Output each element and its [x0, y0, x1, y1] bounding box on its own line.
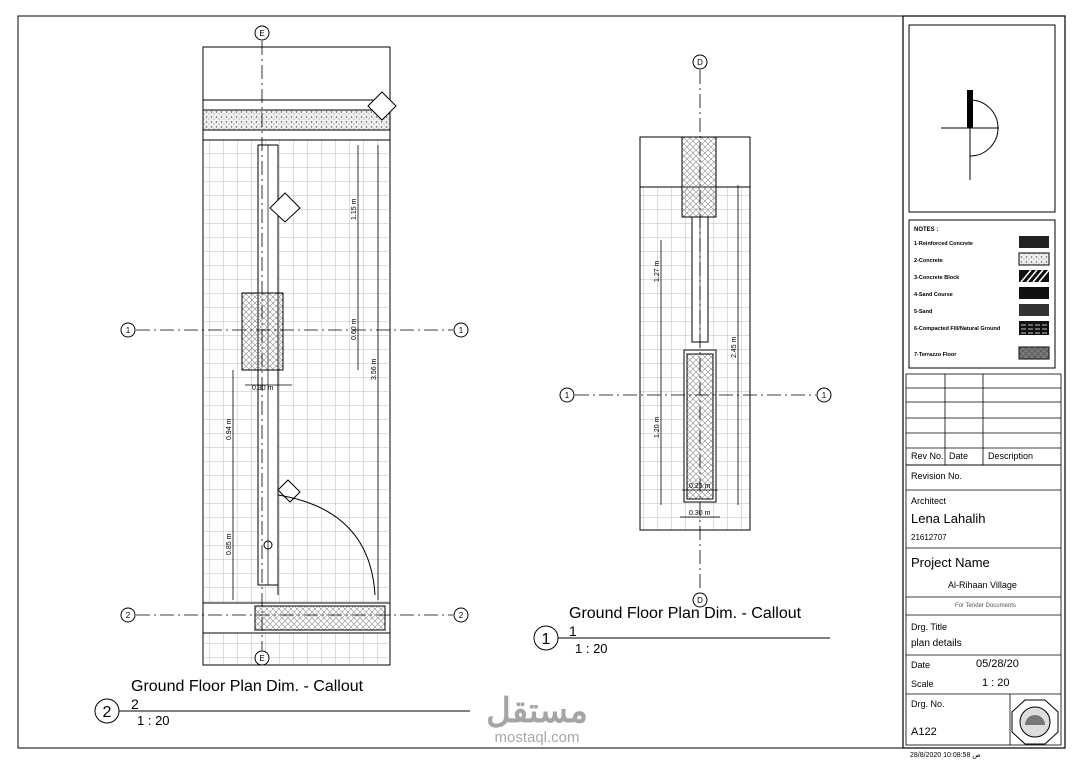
swatch-sand-course — [1019, 287, 1049, 299]
grid-bubble-2-left: 2 — [120, 607, 136, 623]
svg-text:D: D — [697, 596, 703, 605]
north-arrow-icon — [941, 90, 999, 180]
dim-label: 0.30 m — [252, 385, 274, 392]
scale-value: 1 : 20 — [982, 677, 1010, 689]
svg-text:1 : 20: 1 : 20 — [137, 713, 170, 728]
title-block-frame — [902, 15, 1066, 749]
revision-table — [905, 373, 1062, 746]
grid-bubble-1-right: 1 — [453, 322, 469, 338]
svg-text:E: E — [259, 654, 264, 663]
swatch-sand — [1019, 304, 1049, 316]
svg-text:1: 1 — [822, 391, 827, 400]
svg-text:2: 2 — [126, 611, 131, 620]
svg-text:مستقل: مستقل — [486, 692, 588, 730]
svg-text:mostaql.com: mostaql.com — [494, 729, 579, 746]
svg-text:2-Concrete: 2-Concrete — [914, 258, 943, 264]
university-logo-icon — [1011, 699, 1059, 745]
watermark: مستقل mostaql.com — [486, 692, 588, 746]
svg-text:6-Compacted Fill/Natural Groun: 6-Compacted Fill/Natural Ground — [914, 326, 1000, 332]
svg-text:1-Reinforced Concrete: 1-Reinforced Concrete — [914, 241, 973, 247]
view-title-callout-2: 2 Ground Floor Plan Dim. - Callout 2 1 :… — [94, 678, 470, 728]
date-value: 05/28/20 — [976, 658, 1019, 670]
dim-label: 2.45 m — [731, 336, 738, 358]
dim-label: 0.85 m — [226, 533, 233, 555]
timestamp: 28/8/2020 10:08:58 ص — [910, 752, 981, 759]
description-header: Description — [988, 451, 1034, 461]
svg-text:1: 1 — [565, 391, 570, 400]
grid-bubble-2-right: 2 — [453, 607, 469, 623]
svg-text:1 : 20: 1 : 20 — [575, 641, 608, 656]
svg-text:7-Terrazzo Floor: 7-Terrazzo Floor — [914, 352, 957, 358]
architect-id: 21612707 — [911, 533, 947, 542]
date-label: Date — [911, 660, 931, 670]
legend-box — [908, 219, 1056, 369]
grid-bubble-1-left: 1 — [120, 322, 136, 338]
svg-text:3-Concrete Block: 3-Concrete Block — [914, 275, 960, 281]
scale-label: Scale — [911, 679, 934, 689]
svg-text:1: 1 — [459, 326, 464, 335]
grid-bubble-d-bottom: D — [692, 592, 708, 608]
drg-no: A122 — [911, 726, 937, 738]
grid-bubble-d-top: D — [692, 54, 708, 70]
dim-label: 0.94 m — [226, 418, 233, 440]
column-hatched — [241, 292, 284, 371]
dim-label: 1.20 m — [654, 416, 661, 438]
svg-text:5-Sand: 5-Sand — [914, 309, 932, 315]
grid-bubble-1-left: 1 — [559, 387, 575, 403]
tender-note: For Tender Documents — [955, 603, 1016, 609]
architect-label: Architect — [911, 496, 947, 506]
svg-text:1: 1 — [542, 631, 551, 648]
plan-callout-2: 1.15 m 0.60 m 3.56 m 0.30 m 0.94 m 0.85 … — [120, 25, 469, 666]
svg-text:Ground Floor Plan Dim. - Callo: Ground Floor Plan Dim. - Callout — [131, 678, 364, 695]
architect-name: Lena Lahalih — [911, 511, 986, 526]
drg-title-label: Drg. Title — [911, 622, 948, 632]
dim-label: 3.56 m — [371, 358, 378, 380]
rev-no-header: Rev No. — [911, 451, 944, 461]
view-title-callout-1: 1 Ground Floor Plan Dim. - Callout 1 1 :… — [533, 605, 830, 656]
grid-bubble-e-top: E — [254, 25, 270, 41]
svg-text:2: 2 — [103, 704, 112, 721]
drg-title: plan details — [911, 638, 962, 649]
svg-text:2: 2 — [459, 611, 464, 620]
grid-bubble-1-right: 1 — [816, 387, 832, 403]
svg-text:2: 2 — [131, 696, 139, 712]
svg-text:4-Sand Course: 4-Sand Course — [914, 292, 953, 298]
revision-no-label: Revision No. — [911, 471, 963, 481]
swatch-reinforced-concrete — [1019, 236, 1049, 248]
svg-text:E: E — [259, 29, 264, 38]
svg-text:NOTES :: NOTES : — [914, 227, 938, 233]
date-header: Date — [949, 451, 969, 461]
svg-text:D: D — [697, 58, 703, 67]
svg-text:Ground Floor Plan Dim. - Callo: Ground Floor Plan Dim. - Callout — [569, 605, 802, 622]
north-arrow-box — [908, 24, 1056, 213]
legend: 1-Reinforced Concrete 2-Concrete 3-Concr… — [914, 236, 1050, 360]
swatch-concrete — [1018, 252, 1050, 266]
dim-label: 1.27 m — [654, 260, 661, 282]
plan-callout-1: 1.27 m 2.45 m 1.20 m 0.25 m 0.30 m D D 1… — [559, 54, 832, 608]
dim-label: 1.15 m — [351, 198, 358, 220]
project-name: Al-Rihaan Village — [948, 580, 1017, 590]
drg-no-label: Drg. No. — [911, 699, 945, 709]
dim-label: 0.60 m — [351, 318, 358, 340]
grid-bubble-e-bottom: E — [254, 650, 270, 666]
project-label: Project Name — [911, 555, 990, 570]
svg-text:1: 1 — [126, 326, 131, 335]
swatch-compacted-fill — [1019, 321, 1049, 335]
svg-text:1: 1 — [569, 623, 577, 639]
